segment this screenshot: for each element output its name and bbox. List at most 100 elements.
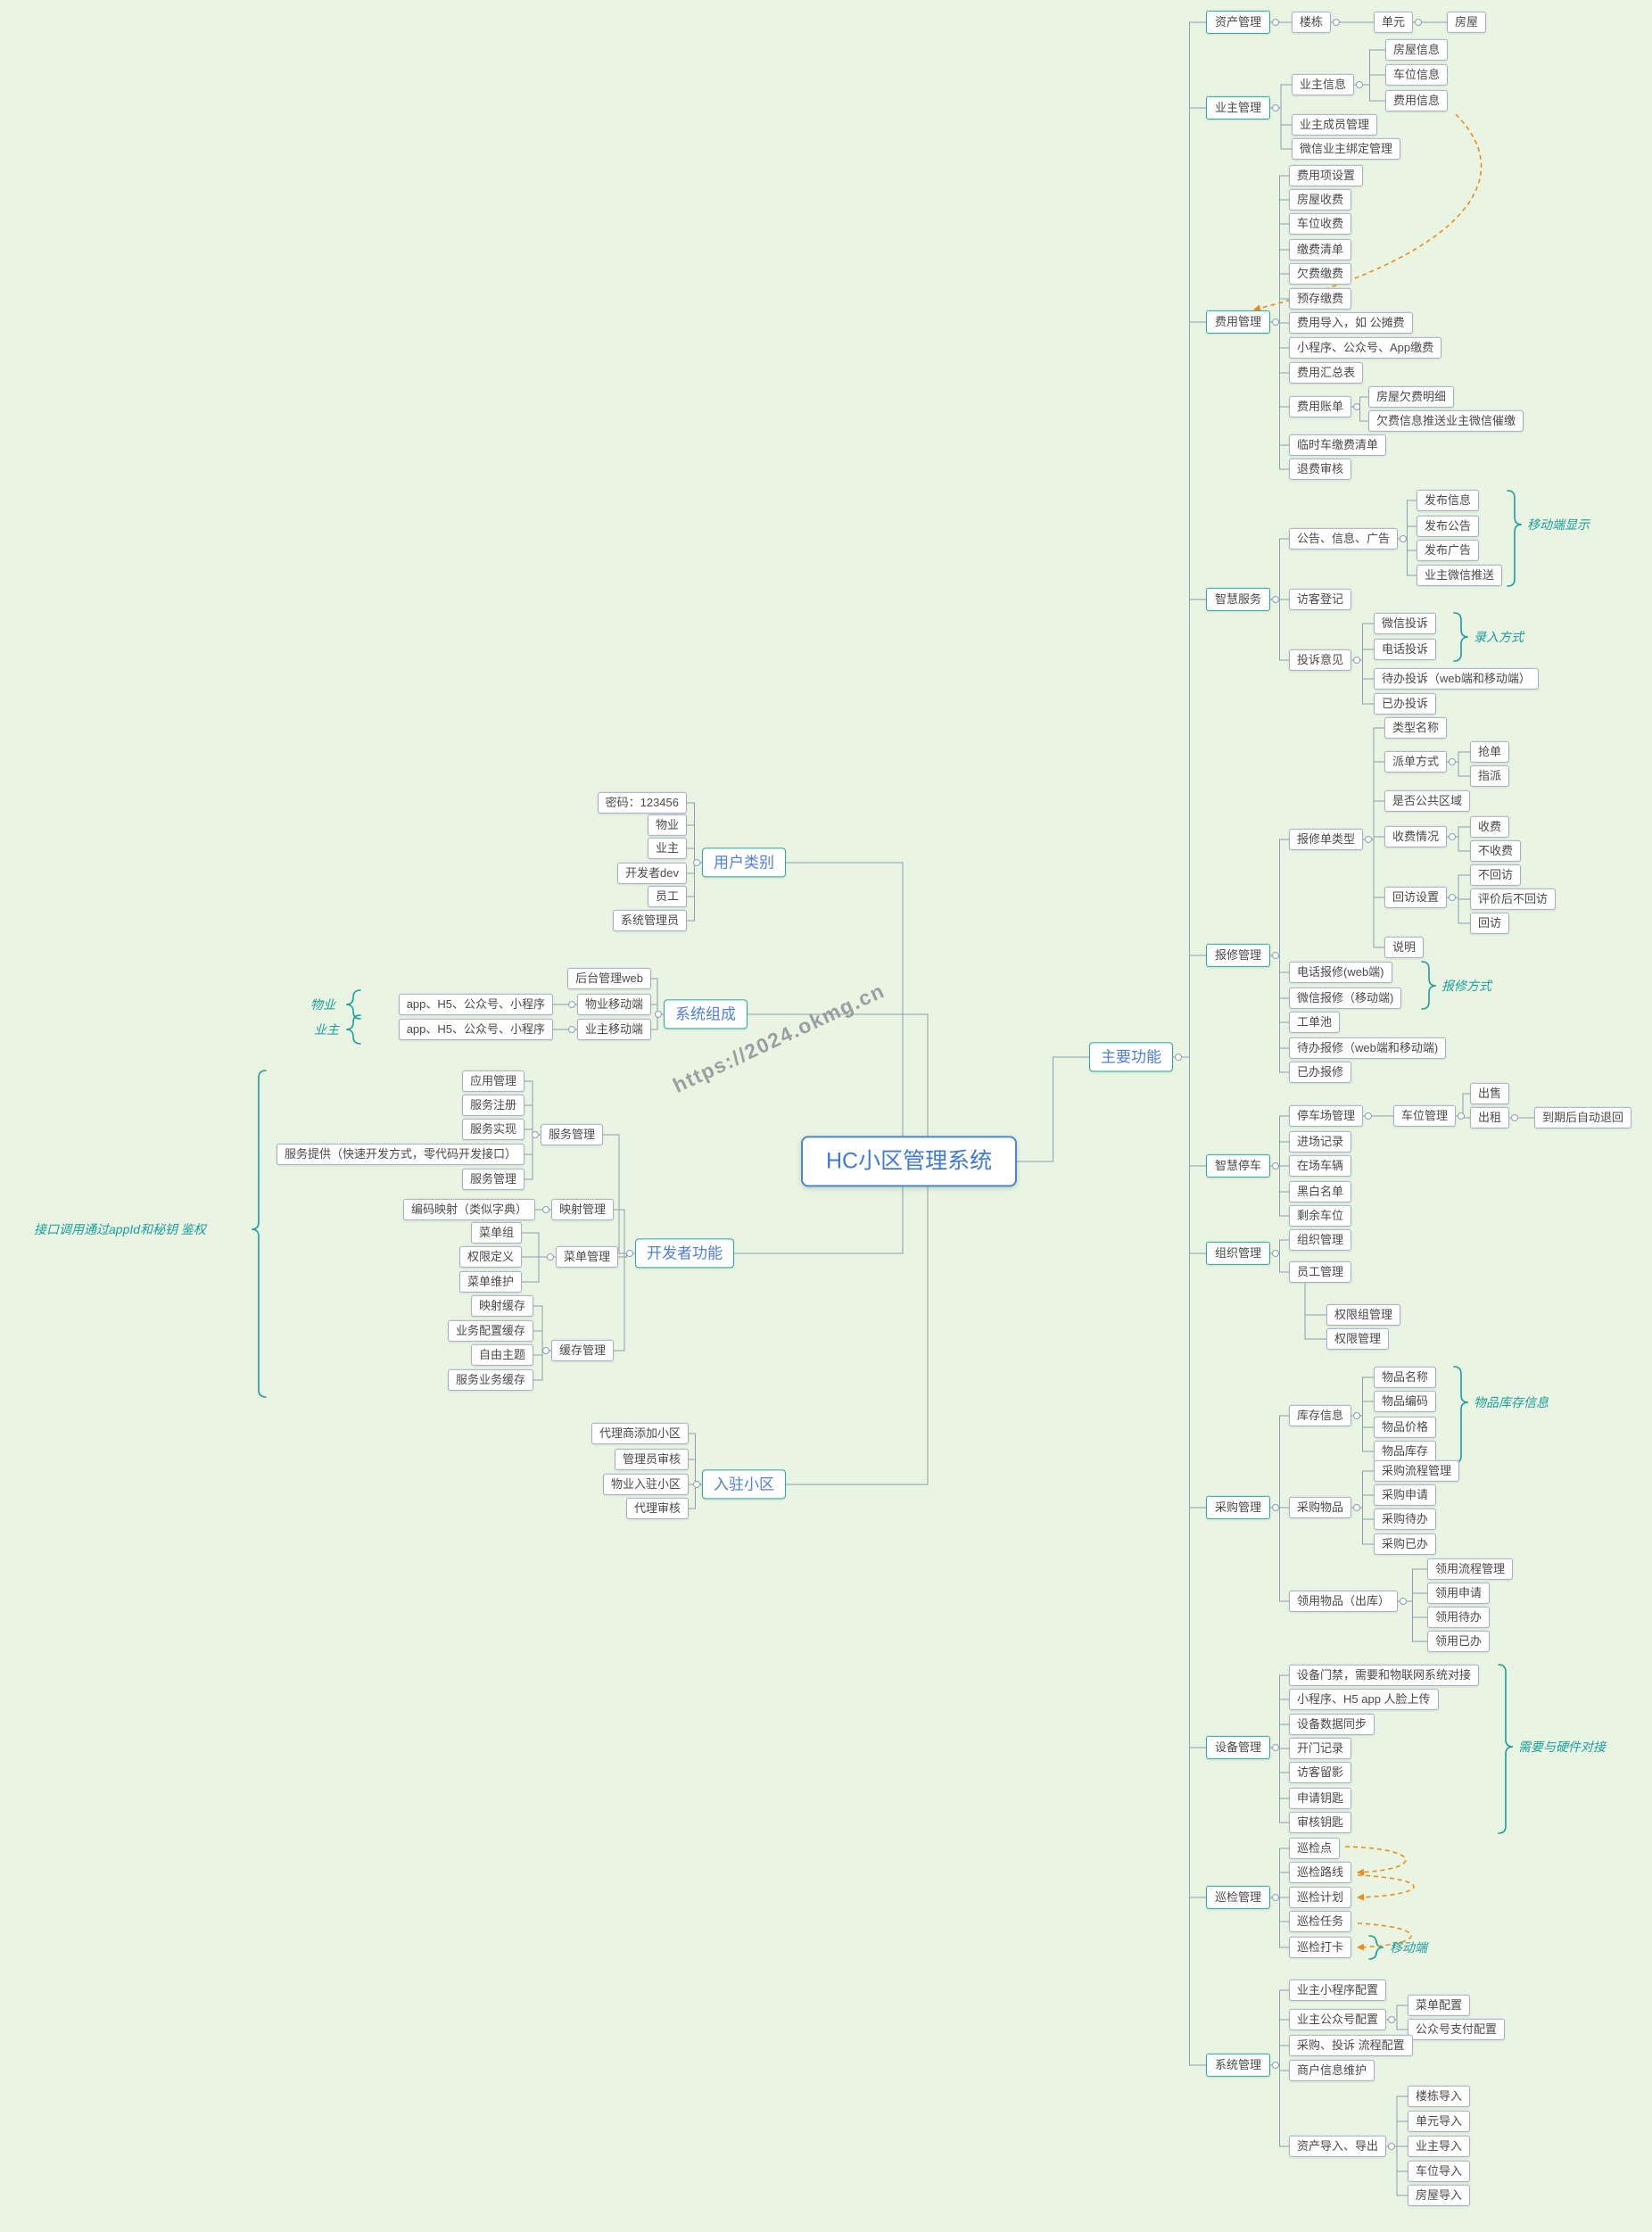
topic-repair[interactable]: 报修管理 [1206,943,1271,968]
topic-comp-pm[interactable]: 物业移动端 [576,993,651,1016]
collapse-handle-devfn[interactable] [626,1250,633,1257]
topic-cache-svc[interactable]: 服务业务缓存 [447,1368,533,1392]
topic-owner-member[interactable]: 业主成员管理 [1292,113,1378,136]
collapse-handle-menum[interactable] [547,1253,554,1261]
topic-st-review[interactable]: 管理员审核 [614,1448,689,1471]
topic-svc-impl[interactable]: 服务实现 [461,1118,525,1141]
topic-rt-revisit[interactable]: 回访设置 [1384,886,1448,909]
collapse-handle-outbound[interactable] [1400,1598,1407,1605]
topic-fee-bill[interactable]: 费用账单 [1289,395,1352,418]
collapse-handle-device[interactable] [1272,1744,1279,1751]
topic-svc[interactable]: 服务管理 [540,1123,603,1146]
topic-ob-todo[interactable]: 领用待办 [1427,1606,1491,1629]
topic-fee-import[interactable]: 费用导入，如 公摊费 [1289,311,1413,335]
topic-rtd-assign[interactable]: 指派 [1470,765,1510,788]
topic-inv-code[interactable]: 物品编码 [1374,1390,1437,1413]
topic-pub-wechat[interactable]: 业主微信推送 [1417,564,1503,587]
topic-oi-fee[interactable]: 费用信息 [1385,89,1449,112]
topic-ps-rent[interactable]: 出租 [1470,1106,1510,1129]
topic-owner-wechat[interactable]: 微信业主绑定管理 [1292,137,1401,161]
collapse-handle-comp-om[interactable] [568,1026,575,1033]
topic-house[interactable]: 房屋 [1447,11,1487,34]
topic-fee-sum[interactable]: 费用汇总表 [1289,361,1364,384]
topic-owner-info[interactable]: 业主信息 [1292,73,1355,96]
topic-imp-building[interactable]: 楼栋导入 [1408,2085,1471,2108]
topic-d-door[interactable]: 设备门禁，需要和物联网系统对接 [1289,1664,1480,1687]
topic-comp-om[interactable]: 业主移动端 [576,1018,651,1041]
topic-comp-oa[interactable]: app、H5、公众号、小程序 [398,1018,553,1041]
topic-p-lot[interactable]: 停车场管理 [1289,1104,1364,1128]
topic-s-oa[interactable]: 业主公众号配置 [1289,2008,1387,2031]
topic-st-add[interactable]: 代理商添加小区 [591,1422,689,1445]
topic-root[interactable]: HC小区管理系统 [801,1136,1018,1187]
topic-unit[interactable]: 单元 [1374,11,1414,34]
topic-svc-provide[interactable]: 服务提供（快速开发方式，零代码开发接口） [276,1143,525,1166]
collapse-handle-org[interactable] [1272,1250,1279,1257]
topic-c-phone[interactable]: 电话投诉 [1374,638,1437,661]
collapse-handle-main[interactable] [1175,1054,1182,1061]
topic-menu-group[interactable]: 菜单组 [470,1221,522,1244]
topic-bill-push[interactable]: 欠费信息推送业主微信催缴 [1368,409,1524,433]
collapse-handle-owner[interactable] [1272,104,1279,112]
topic-composition[interactable]: 系统组成 [664,999,748,1029]
collapse-handle-composition[interactable] [655,1011,662,1018]
topic-mapm[interactable]: 映射管理 [550,1198,614,1221]
topic-buy-apply[interactable]: 采购申请 [1374,1484,1437,1507]
topic-menum[interactable]: 菜单管理 [555,1245,618,1269]
topic-c-done[interactable]: 已办投诉 [1374,692,1437,715]
topic-imp-owner[interactable]: 业主导入 [1408,2135,1471,2158]
topic-ut-prop[interactable]: 物业 [647,814,687,837]
topic-ps-return[interactable]: 到期后自动退回 [1534,1106,1632,1129]
topic-oi-house[interactable]: 房屋信息 [1385,38,1449,62]
topic-rt-name[interactable]: 类型名称 [1384,716,1448,740]
topic-settle[interactable]: 入驻小区 [702,1469,786,1500]
collapse-handle-comp-pm[interactable] [568,1001,575,1008]
topic-st-agent[interactable]: 代理审核 [625,1497,689,1520]
topic-fee-refund[interactable]: 退费审核 [1289,458,1352,481]
topic-d-face[interactable]: 小程序、H5 app 人脸上传 [1289,1688,1439,1711]
topic-cachem[interactable]: 缓存管理 [550,1339,614,1362]
topic-s-flow[interactable]: 采购、投诉 流程配置 [1289,2034,1413,2057]
collapse-handle-p-space[interactable] [1458,1112,1465,1120]
topic-org-sub[interactable]: 组织管理 [1289,1228,1352,1252]
topic-s-merchant[interactable]: 商户信息维护 [1289,2059,1375,2082]
topic-d-open[interactable]: 开门记录 [1289,1737,1352,1760]
topic-buy-done[interactable]: 采购已办 [1374,1533,1437,1556]
topic-rtr-no[interactable]: 不回访 [1470,864,1522,887]
topic-perm-mgmt[interactable]: 权限管理 [1326,1327,1390,1351]
collapse-handle-s-oa[interactable] [1388,2016,1395,2023]
collapse-handle-owner-info[interactable] [1356,81,1363,88]
topic-fee-list[interactable]: 缴费清单 [1289,238,1352,261]
collapse-handle-asset[interactable] [1272,19,1279,26]
collapse-handle-user-types[interactable] [693,859,700,866]
topic-d-key-review[interactable]: 审核钥匙 [1289,1811,1352,1834]
topic-r-wechat[interactable]: 微信报修（移动端) [1289,987,1402,1010]
topic-sys[interactable]: 系统管理 [1206,2053,1271,2078]
topic-device[interactable]: 设备管理 [1206,1735,1271,1760]
collapse-handle-settle[interactable] [693,1481,700,1488]
collapse-handle-sys[interactable] [1272,2062,1279,2069]
topic-rt-dispatch[interactable]: 派单方式 [1384,750,1448,773]
topic-rtc-free[interactable]: 不收费 [1470,839,1522,863]
topic-user-types[interactable]: 用户类别 [702,847,786,878]
topic-p-bw[interactable]: 黑白名单 [1289,1180,1352,1203]
collapse-handle-parking[interactable] [1272,1162,1279,1170]
collapse-handle-rt-dispatch[interactable] [1449,758,1456,765]
topic-p-space[interactable]: 车位管理 [1393,1104,1457,1128]
topic-announce[interactable]: 公告、信息、广告 [1289,527,1399,550]
topic-imp-unit[interactable]: 单元导入 [1408,2110,1471,2133]
topic-ut-owner[interactable]: 业主 [647,837,687,860]
topic-ut-staff[interactable]: 员工 [647,885,687,908]
topic-perm-group[interactable]: 权限组管理 [1326,1303,1401,1327]
topic-svc-reg[interactable]: 服务注册 [461,1094,525,1117]
topic-fee-pre[interactable]: 预存缴费 [1289,287,1352,310]
collapse-handle-inv[interactable] [1353,1412,1360,1419]
topic-pub-info[interactable]: 发布信息 [1417,489,1480,512]
topic-rtd-grab[interactable]: 抢单 [1470,740,1510,764]
collapse-handle-inspect[interactable] [1272,1894,1279,1901]
topic-bill-detail[interactable]: 房屋欠费明细 [1368,385,1455,409]
topic-svc-app[interactable]: 应用管理 [461,1070,525,1093]
topic-st-enter[interactable]: 物业入驻小区 [602,1473,689,1496]
topic-building[interactable]: 楼栋 [1292,11,1332,34]
topic-cache-theme[interactable]: 自由主题 [470,1343,533,1367]
